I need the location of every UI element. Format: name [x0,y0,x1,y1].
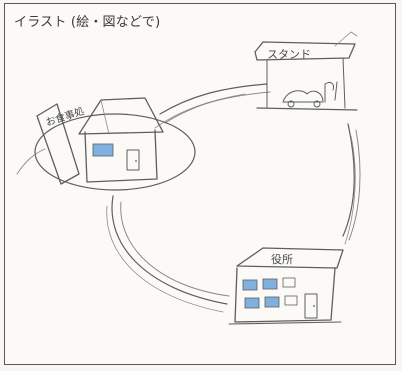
city-office-illustration: 役所 [228,247,344,325]
stand-sign-text: スタンド [267,48,311,61]
gas-stand-illustration: スタンド [254,31,358,111]
city-office-sign-text: 役所 [271,252,293,266]
restaurant-illustration: お食事処 [34,97,196,191]
cycle-arrows [16,83,361,313]
illustration-caption: イラスト (絵・図などで) [14,15,161,30]
hand-drawn-sketch: お食事処 スタンド 役所 [16,31,361,325]
illustration-frame: イラスト (絵・図などで) [4,3,396,365]
